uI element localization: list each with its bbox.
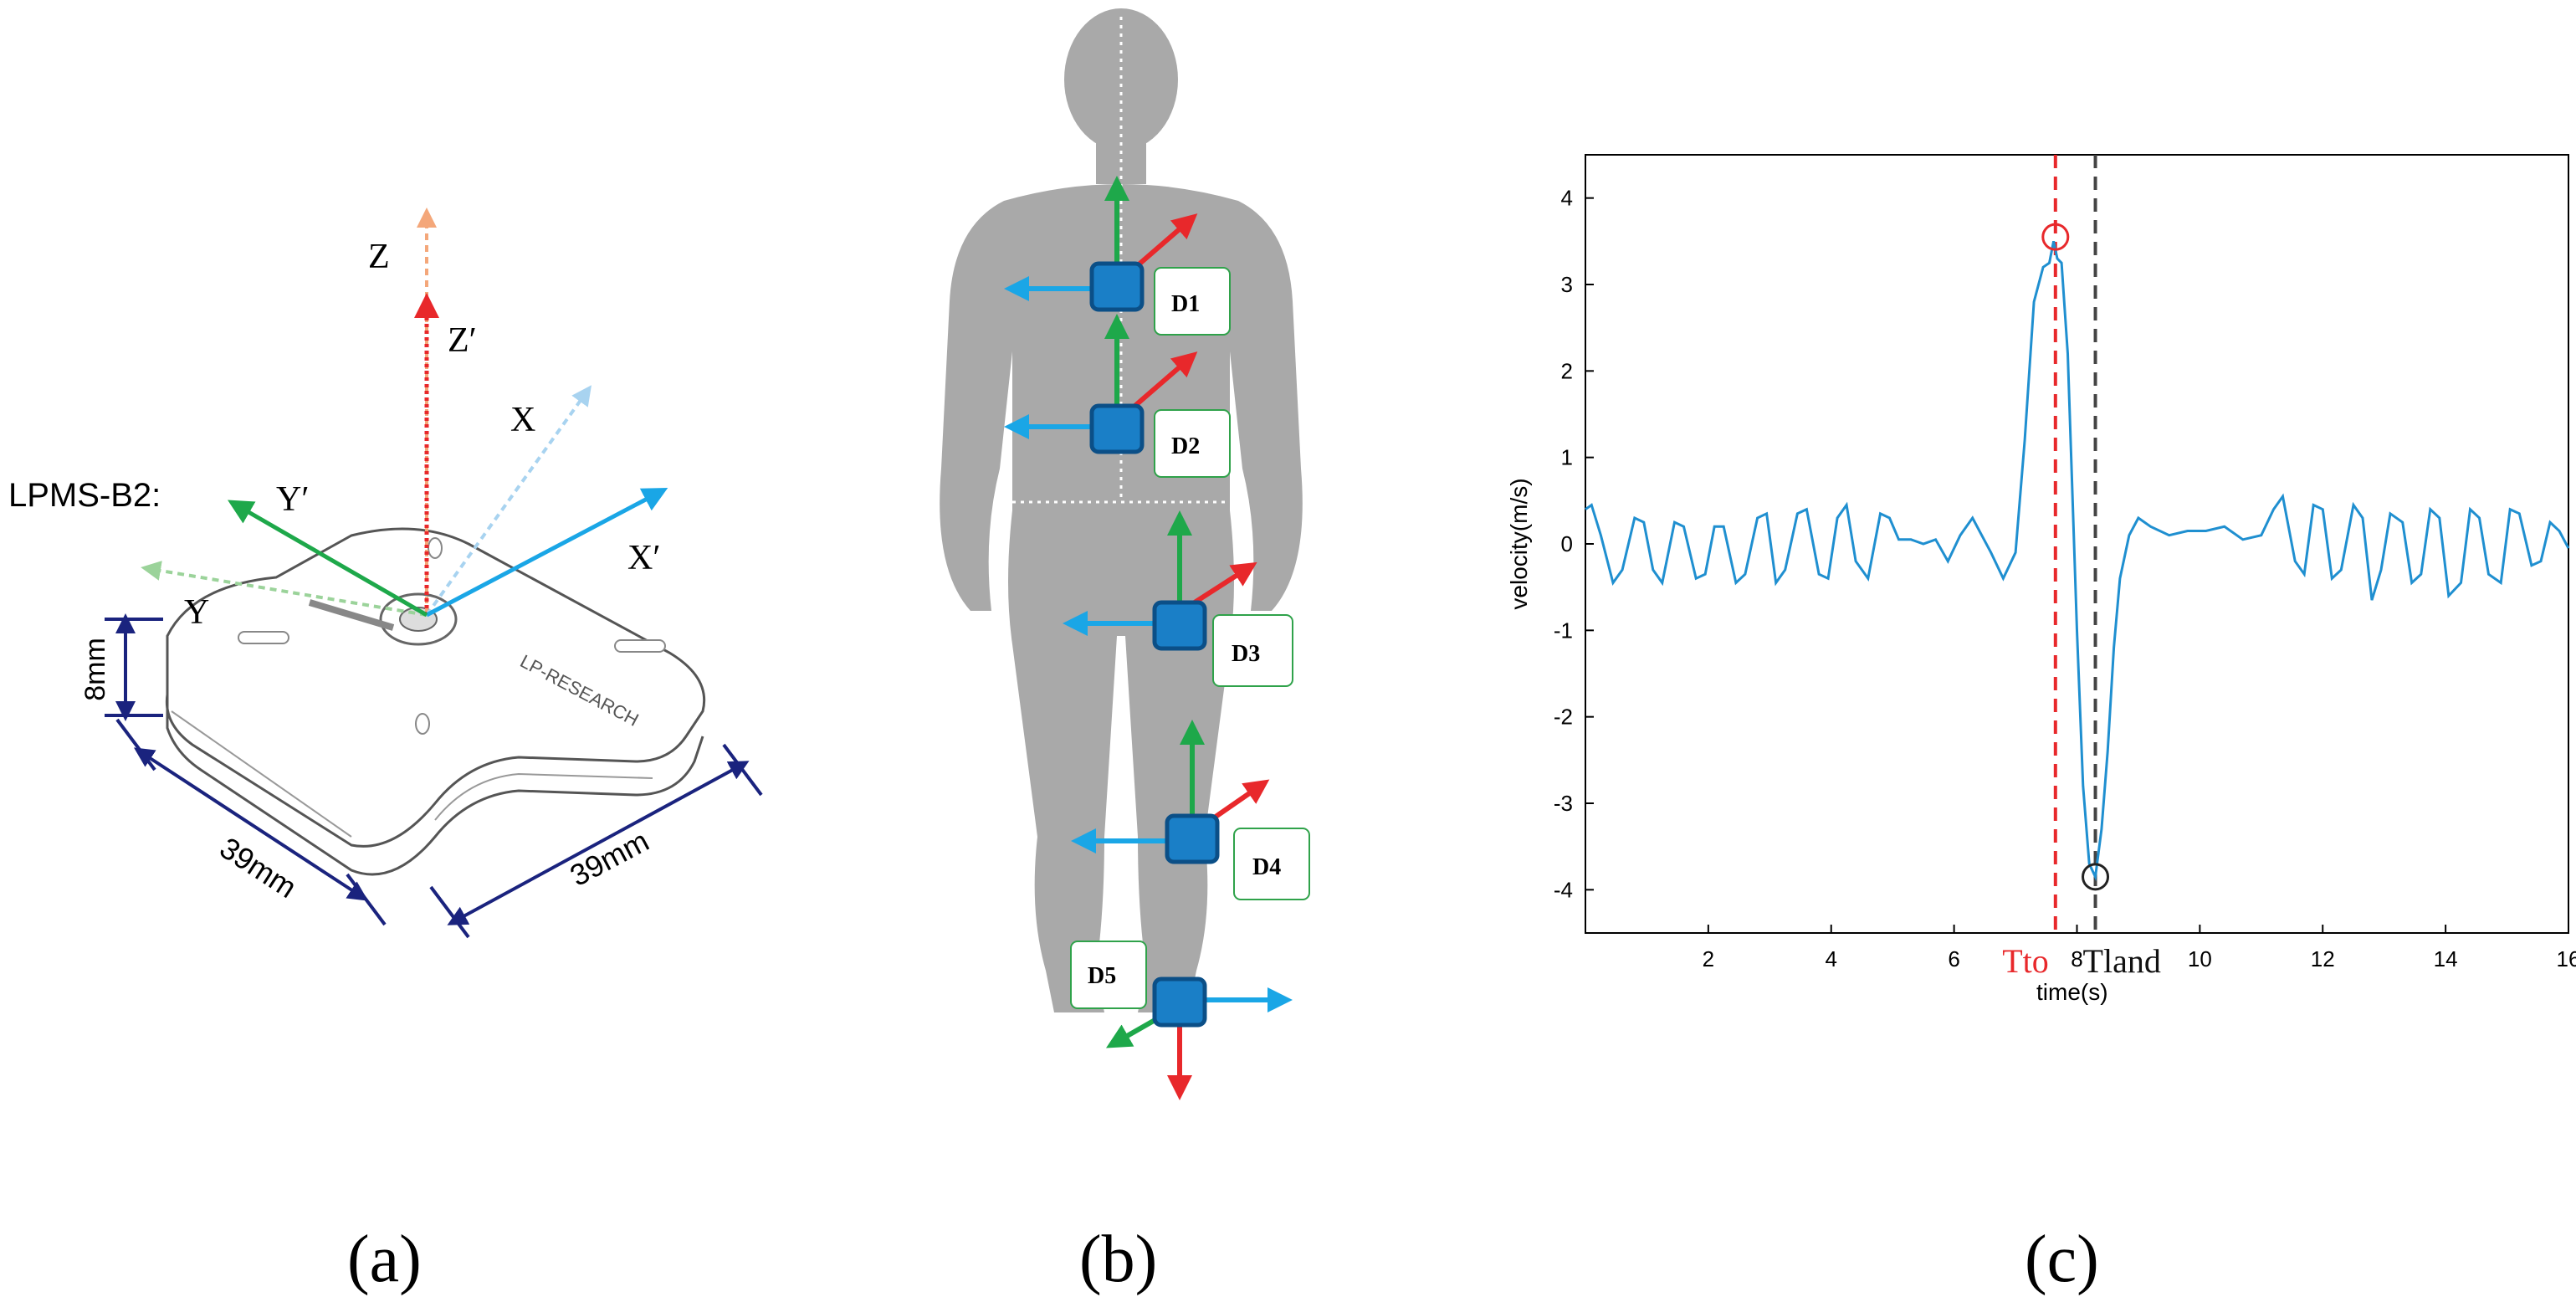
panel-a: LP-RESEARCH Z Z′ X X′ Y Y′ LPMS-B2: [0,0,820,1302]
dimension-width-left-label: 39mm [214,830,303,905]
y-tick-label: 1 [1561,445,1573,470]
x-tick-label: 4 [1826,946,1837,971]
landing-label: Tland [2083,942,2161,980]
y-tick-label: 2 [1561,358,1573,383]
dimension-height [105,613,163,721]
y-tick-label: 0 [1561,531,1573,556]
x-tick-label: 8 [2071,946,2082,971]
axis-x-prime [425,488,668,618]
panel-b: D1 D2 D3 D4 [820,0,1573,1302]
sensor-d5: D5 [1070,941,1293,1100]
sensor-device-diagram: LP-RESEARCH Z Z′ X X′ Y Y′ LPMS-B2: [8,208,763,939]
y-tick-label: 3 [1561,272,1573,297]
dimension-width-right-label: 39mm [565,823,655,893]
dimension-width-left [115,718,387,926]
sensor-d1-label: D1 [1171,291,1200,317]
sensor-d5-label: D5 [1088,963,1116,989]
takeoff-label: Tto [2002,942,2049,980]
x-tick-label: 16 [2557,946,2576,971]
caption-c: (c) [2025,1223,2099,1296]
dimension-width-right [429,743,763,939]
body-sensor-diagram: D1 D2 D3 D4 [940,8,1310,1100]
sensor-d3-label: D3 [1232,641,1260,667]
label-z-prime: Z′ [448,321,477,360]
label-y-prime: Y′ [276,480,310,519]
y-axis-label: velocity(m/s) [1506,478,1532,609]
y-tick-label: -3 [1554,791,1573,816]
peak-marker [2041,223,2070,251]
sensor-d2-label: D2 [1171,433,1200,459]
x-axis-label: time(s) [2036,979,2108,1005]
x-tick-label: 14 [2434,946,2458,971]
y-tick-label: 4 [1561,186,1573,211]
x-tick-label: 2 [1703,946,1714,971]
trough-marker [2082,863,2110,891]
label-x: X [510,401,535,439]
device-label: LPMS-B2: [8,477,161,514]
sensor-d2: D2 [1004,314,1231,478]
y-tick-label: -4 [1554,877,1573,902]
sensor-d1: D1 [1004,176,1231,336]
sensor-d3: D3 [1063,510,1293,687]
velocity-series-line [1585,240,2570,882]
x-tick-label: 10 [2188,946,2212,971]
y-tick-label: -2 [1554,705,1573,730]
sensor-d4: D4 [1071,720,1310,900]
y-tick-label: -1 [1554,618,1573,643]
label-z: Z [368,238,390,276]
label-x-prime: X′ [627,539,661,577]
x-tick-label: 12 [2311,946,2335,971]
plot-area [1585,154,2569,934]
label-y: Y [184,593,209,632]
x-axis-ticks: 2 4 6 8 10 12 14 16 [1703,925,2576,971]
y-axis-ticks: -4 -3 -2 -1 0 1 2 3 4 [1554,186,1594,902]
x-tick-label: 6 [1948,946,1959,971]
sensor-d4-label: D4 [1252,854,1281,880]
caption-a: (a) [347,1223,422,1296]
axis-x [425,385,592,617]
axis-y-prime [228,500,428,618]
caption-b: (b) [1079,1223,1158,1296]
dimension-height-label: 8mm [79,638,111,701]
